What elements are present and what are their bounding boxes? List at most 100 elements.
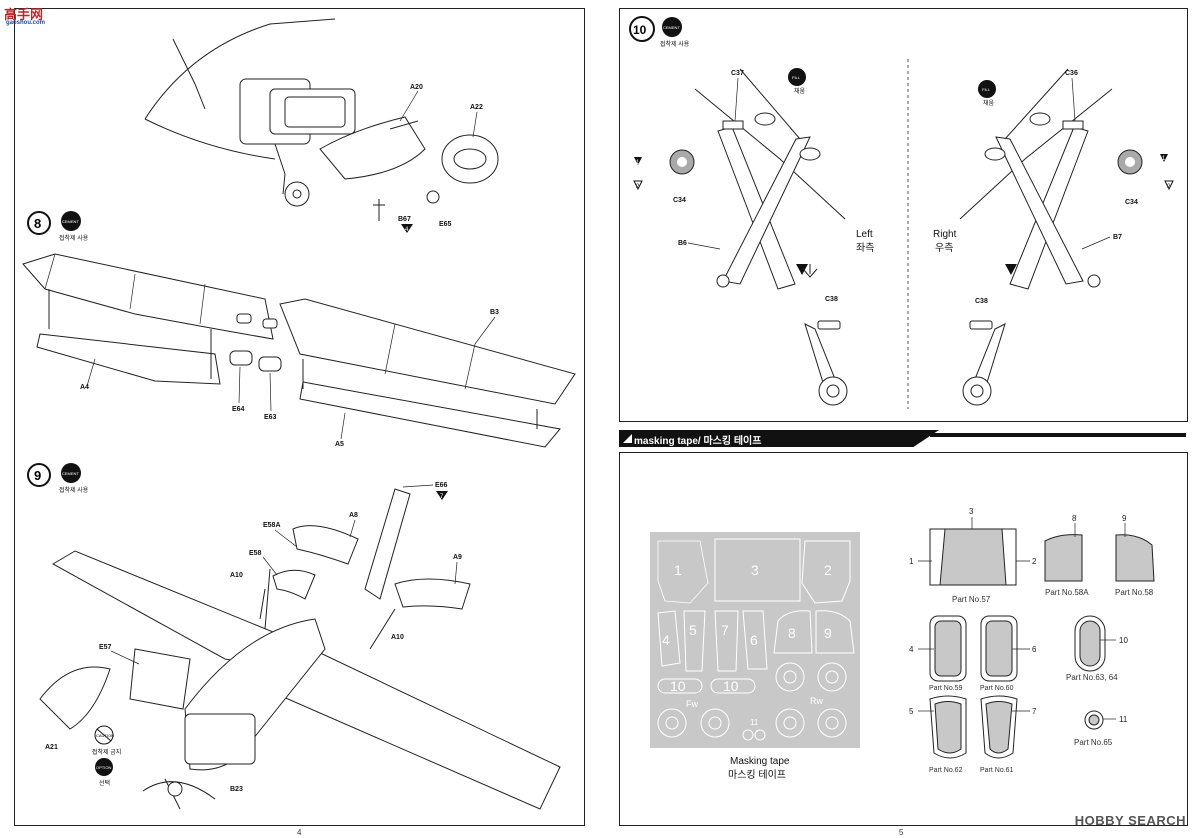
left-gear-labels: C37 1 2 C34 B6 C38 Left 좌측 [633,70,874,303]
cement-badge-caption: 접착제 사용 [59,234,89,242]
right-gear-illustration: FILL 채움 [959,68,1143,406]
svg-text:FILL: FILL [982,87,991,92]
svg-text:6: 6 [750,632,758,648]
side-label-right-ko: 우측 [935,242,953,254]
label-a20: A20 [410,84,423,91]
svg-text:CEMENT: CEMENT [663,25,680,30]
label-c36: C36 [1065,70,1078,77]
step-9-header: 9 CEMENT 접착제 사용 [27,463,89,494]
label-a21: A21 [45,744,58,751]
svg-text:6: 6 [1032,645,1037,654]
section-band-icon [623,434,632,443]
step-number-10: 10 [633,23,647,37]
nose-assembly-illustration [144,18,499,221]
step-8-labels: A4 E64 E63 B3 A5 [80,309,499,448]
side-label-left: Left [856,229,873,240]
part-57-diagram: 3 1 2 Part No.57 [909,507,1037,604]
label-c37: C37 [731,70,744,77]
label-e63: E63 [264,414,277,421]
svg-text:3: 3 [969,507,974,516]
svg-text:5: 5 [689,622,697,638]
instruction-page-right-step10: 10 CEMENT 접착제 사용 FILL 채움 C37 1 2 C34 B6 [619,8,1188,422]
label-e58: E58 [249,550,262,557]
svg-text:Part No.60: Part No.60 [980,685,1014,692]
svg-text:8: 8 [788,625,796,641]
svg-text:1: 1 [909,557,914,566]
step-number-8: 8 [34,216,41,231]
svg-text:8: 8 [1072,514,1077,523]
label-a10-upper: A10 [230,572,243,579]
label-b7: B7 [1113,234,1122,241]
svg-text:4: 4 [909,645,914,654]
svg-text:9: 9 [1122,514,1127,523]
step-9-labels: E66 7 E58A A8 E58 A9 A10 A10 E57 A21 B23 [45,482,462,793]
svg-text:9: 9 [824,625,832,641]
svg-text:11: 11 [1119,715,1128,724]
label-a10-lower: A10 [391,634,404,641]
svg-text:FILL: FILL [792,75,801,80]
masking-sheet-numbers: 1 3 2 4 5 7 6 8 9 10 10 11 Fw Rw [662,562,832,727]
svg-text:Part No.57: Part No.57 [952,595,991,604]
instruction-page-left: A20 A22 B67 4 E65 8 CEMENT 접착제 사용 A4 E64… [14,8,585,826]
svg-text:1: 1 [636,160,640,166]
label-c38-right: C38 [975,298,988,305]
caution-badge: CAUTION 접착제 금지 [92,725,121,756]
hobby-search-watermark: HOBBY SEARCH [1074,813,1186,828]
label-a4: A4 [80,384,89,391]
rear-wheel-label: Rw [810,696,823,706]
svg-text:4: 4 [662,632,670,648]
svg-text:접착제 사용: 접착제 사용 [660,40,690,48]
side-label-left-ko: 좌측 [856,242,874,254]
svg-text:Part No.63, 64: Part No.63, 64 [1066,673,1118,682]
svg-text:Part No.62: Part No.62 [929,767,963,774]
landing-gear-diagram: 10 CEMENT 접착제 사용 FILL 채움 C37 1 2 C34 B6 [629,16,1174,409]
part-63-64-diagram: 10 Part No.63, 64 [1066,615,1128,682]
svg-text:7: 7 [721,622,729,638]
part-65-diagram: 11 Part No.65 [1074,710,1128,747]
label-e58a: E58A [263,522,281,529]
front-wheel-label: Fw [686,699,698,709]
nose-assembly-labels: A20 A22 B67 4 E65 [398,84,483,233]
marker-triangle [401,224,413,233]
label-b23: B23 [230,786,243,793]
section-band [619,430,939,447]
option-badge: OPTION 선택 [95,758,113,787]
svg-text:Part No.61: Part No.61 [980,767,1014,774]
svg-text:Part No.58A: Part No.58A [1045,588,1089,597]
svg-text:채움: 채움 [983,99,995,107]
svg-text:4: 4 [405,227,409,233]
left-gear-illustration: FILL 채움 [669,68,848,406]
section-band-rule [930,433,1186,437]
side-label-right: Right [933,229,957,240]
masking-tape-section-title: masking tape/ 마스킹 테이프 [634,436,762,447]
masking-sheet-caption-ko: 마스킹 테이프 [728,769,786,781]
right-gear-labels: C36 1 2 C34 B7 C38 Right 우측 [933,70,1174,305]
label-b67: B67 [398,216,411,223]
step-10-header: 10 CEMENT 접착제 사용 [629,16,690,48]
label-c34-left: C34 [673,197,686,204]
svg-text:2: 2 [1032,557,1037,566]
svg-text:10: 10 [670,678,686,694]
part-58-diagram: 9 Part No.58 [1115,514,1155,597]
svg-text:1: 1 [674,562,682,578]
part-59-diagram: 4 Part No.59 [909,615,967,692]
label-b6: B6 [678,240,687,247]
cement-badge: CEMENT [62,219,79,224]
svg-text:2: 2 [636,184,640,190]
svg-text:3: 3 [751,562,759,578]
masking-sheet-caption: Masking tape [730,756,790,767]
svg-text:CAUTION: CAUTION [96,733,114,738]
svg-text:2: 2 [1167,184,1171,190]
label-e64: E64 [232,406,245,413]
part-62-diagram: 5 Part No.62 [909,695,967,774]
svg-text:2: 2 [824,562,832,578]
svg-text:5: 5 [909,707,914,716]
label-e57: E57 [99,644,112,651]
label-a8: A8 [349,512,358,519]
assembly-diagram-left: A20 A22 B67 4 E65 8 CEMENT 접착제 사용 A4 E64… [22,18,576,810]
svg-text:11: 11 [750,718,759,727]
masking-tape-diagram: 1 3 2 4 5 7 6 8 9 10 10 11 Fw Rw Masking… [650,507,1155,781]
label-c38-left: C38 [825,296,838,303]
part-58a-diagram: 8 Part No.58A [1044,514,1089,597]
part-60-diagram: 6 Part No.60 [980,615,1037,692]
